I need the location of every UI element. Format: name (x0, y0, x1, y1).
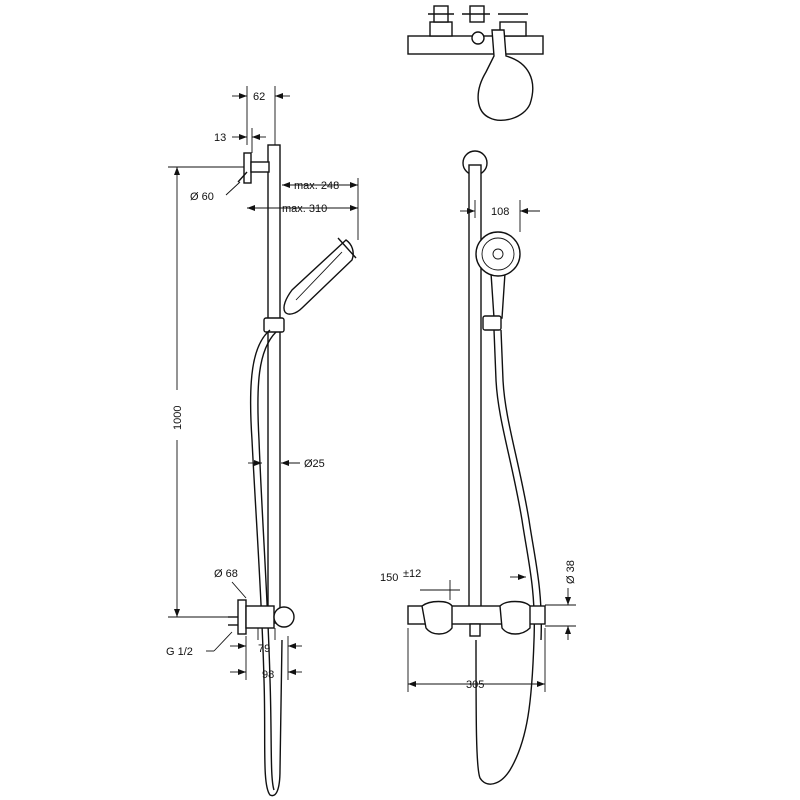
dim-305-label: 305 (466, 679, 484, 691)
side-mixer (228, 599, 295, 640)
side-view (228, 144, 357, 797)
side-rail (267, 144, 281, 624)
dim-g12-label: G 1/2 (166, 646, 193, 658)
front-slider (482, 315, 502, 331)
top-view (407, 5, 544, 122)
side-slider (263, 317, 285, 333)
dim-max310-label: max. 310 (282, 203, 327, 215)
side-hose (249, 329, 283, 797)
dim-108-label: 108 (491, 206, 509, 218)
front-view (407, 150, 546, 785)
dim-dia68-label: Ø 68 (214, 568, 238, 580)
dim-dia60-label: Ø 60 (190, 191, 214, 203)
dim-150-label: 150 (380, 572, 398, 584)
front-mixer (407, 600, 546, 637)
dim-1000-label: 1000 (172, 406, 184, 430)
front-hand-shower (475, 231, 521, 319)
dim-13-label: 13 (214, 132, 226, 144)
dim-79-label: 79 (258, 643, 270, 655)
front-dimension-lines (407, 200, 576, 692)
dim-tol12-label: ±12 (403, 568, 421, 580)
front-hose (475, 329, 542, 785)
dim-dia25-label: Ø25 (304, 458, 325, 470)
dim-max248-label: max. 248 (294, 180, 339, 192)
side-top-bracket (237, 152, 270, 184)
side-dimension-lines (168, 86, 359, 680)
dim-62-label: 62 (253, 91, 265, 103)
dim-dia38-label: Ø 38 (565, 560, 577, 584)
side-hand-shower (283, 237, 357, 315)
dim-98-label: 98 (262, 669, 274, 681)
front-rail (468, 164, 482, 624)
